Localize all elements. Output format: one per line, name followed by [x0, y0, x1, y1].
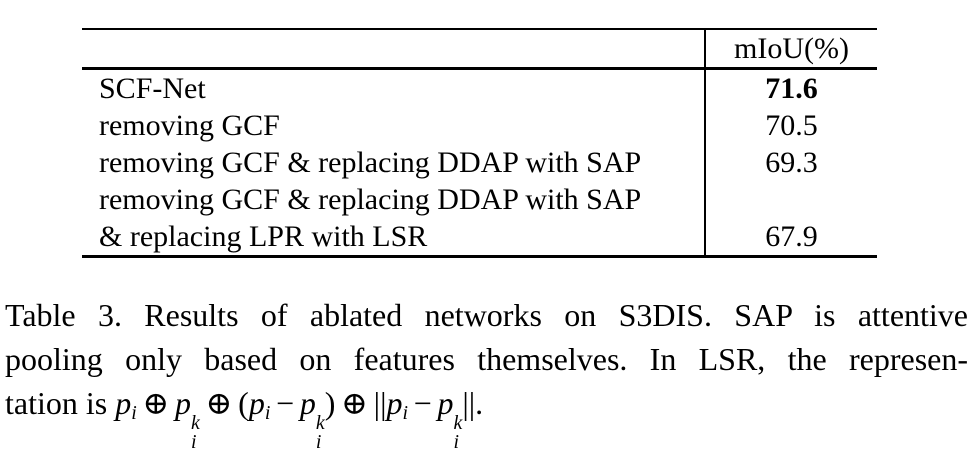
- header-metric-label: mIoU(%): [734, 31, 849, 65]
- oplus-symbol: ⊕: [341, 385, 368, 421]
- table-mid-rule: [82, 67, 877, 70]
- math-sub-i: i: [131, 401, 137, 424]
- oplus-symbol: ⊕: [205, 385, 233, 421]
- minus-symbol: −: [276, 385, 295, 421]
- paper-page: { "table": { "header": { "metric_label":…: [5, 28, 968, 453]
- math-var-p: p: [299, 385, 316, 421]
- norm-bars: ||: [373, 385, 387, 421]
- table-bottom-rule: [82, 255, 877, 258]
- math-var-p: p: [386, 385, 403, 421]
- row-label: removing GCF & replacing DDAP with SAP: [99, 182, 642, 216]
- minus-symbol: −: [413, 385, 432, 421]
- table-body: mIoU(%) SCF-Net 71.6 removing GCF 70.5 r…: [82, 30, 877, 255]
- table-row: removing GCF & replacing DDAP with SAP: [82, 181, 877, 218]
- math-sub-i: i: [264, 401, 271, 424]
- table-caption: Table 3. Results of ablated networks on …: [5, 293, 968, 452]
- math-var-p: p: [115, 385, 132, 421]
- table-row: removing GCF & replacing DDAP with SAP 6…: [82, 144, 877, 181]
- math-sub-i: i: [315, 431, 322, 453]
- row-value: 67.9: [765, 219, 818, 253]
- table-row: & replacing LPR with LSR 67.9: [82, 218, 877, 255]
- period: .: [475, 385, 484, 421]
- row-label: & replacing LPR with LSR: [99, 219, 428, 253]
- oplus-symbol: ⊕: [142, 385, 170, 421]
- column-divider: [704, 30, 706, 255]
- math-sup-k: k: [315, 412, 325, 435]
- math-sup-k: k: [191, 412, 200, 435]
- ablation-results-table: mIoU(%) SCF-Net 71.6 removing GCF 70.5 r…: [82, 28, 877, 258]
- table-header-row: mIoU(%): [82, 30, 877, 67]
- math-sub-i: i: [402, 401, 408, 424]
- math-sup-k: k: [453, 412, 463, 435]
- caption-line-2: pooling only based on features themselve…: [5, 341, 968, 377]
- math-var-p: p: [248, 385, 265, 421]
- row-value: 70.5: [765, 108, 818, 142]
- math-var-p: p: [175, 385, 192, 421]
- table-top-rule: [82, 28, 877, 30]
- math-sub-i: i: [191, 431, 197, 453]
- math-var-p: p: [437, 385, 454, 421]
- row-label: removing GCF & replacing DDAP with SAP: [99, 145, 642, 179]
- caption-line-1: Table 3. Results of ablated networks on …: [5, 297, 968, 333]
- caption-line3-prefix: tation is: [5, 385, 108, 421]
- row-label: SCF-Net: [99, 71, 206, 105]
- close-paren: ): [324, 385, 336, 421]
- math-sub-i: i: [453, 431, 460, 453]
- row-label: removing GCF: [99, 108, 280, 142]
- norm-bars: ||: [462, 385, 476, 421]
- open-paren: (: [238, 385, 249, 421]
- table-row: removing GCF 70.5: [82, 107, 877, 144]
- table-row: SCF-Net 71.6: [82, 70, 877, 107]
- row-value: 71.6: [765, 71, 818, 105]
- row-value: 69.3: [765, 145, 818, 179]
